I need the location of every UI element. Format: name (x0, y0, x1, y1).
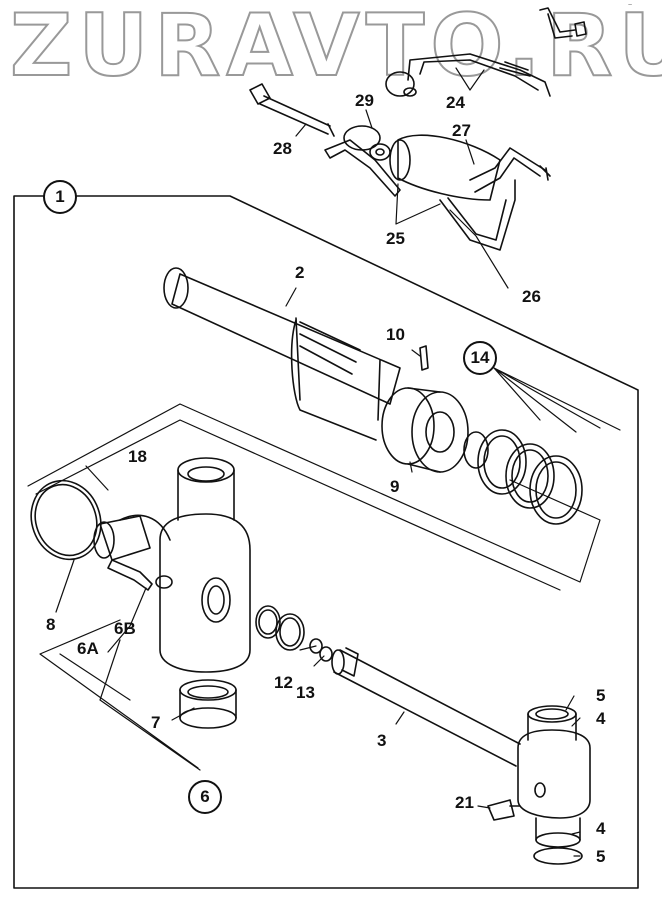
callout-13: 13 (296, 683, 315, 702)
callout-25: 25 (386, 229, 405, 248)
grease-fitting-21 (487, 799, 521, 821)
callout-8: 8 (46, 615, 56, 634)
callout-14-circle: 14 (463, 341, 497, 375)
hydraulic-lines-group (249, 7, 587, 251)
callout-6B: 6B (114, 619, 136, 638)
pipe-26 (439, 179, 516, 251)
callout-3: 3 (377, 731, 387, 750)
callout-1-circle: 1 (43, 180, 77, 214)
callout-5-bottom: 5 (596, 847, 606, 866)
leader-lines (39, 67, 621, 857)
banjo-29 (343, 125, 381, 151)
callout-4-bottom: 4 (596, 819, 606, 838)
callout-24: 24 (446, 93, 465, 112)
callout-9: 9 (390, 477, 400, 496)
callout-5-top: 5 (596, 686, 606, 705)
o-ring-18 (30, 479, 102, 561)
callout-7: 7 (151, 713, 161, 732)
callout-2: 2 (295, 263, 305, 282)
fitting-6A (107, 559, 153, 591)
assembly-outline (13, 195, 639, 889)
callout-28: 28 (273, 139, 292, 158)
pipe-27 (469, 147, 546, 193)
callout-21: 21 (455, 793, 474, 812)
ring-12 (309, 638, 323, 654)
callout-6A: 6A (77, 639, 99, 658)
callout-18: 18 (128, 447, 147, 466)
cylinder-barrel (163, 267, 401, 441)
rod-eye (517, 705, 591, 865)
seal-group-frame (27, 403, 601, 583)
callout-10: 10 (386, 325, 405, 344)
bolt-28 (249, 83, 335, 137)
callout-4-top: 4 (596, 709, 606, 728)
callout-26: 26 (522, 287, 541, 306)
valve-block (397, 134, 501, 201)
piston (381, 387, 469, 473)
pin-10 (419, 345, 429, 371)
cylinder-head (93, 457, 251, 673)
callout-29: 29 (355, 91, 374, 110)
callout-27: 27 (452, 121, 471, 140)
piston-rod (331, 647, 521, 767)
bushing-7 (179, 679, 237, 729)
pipe-24 (407, 53, 551, 97)
seal-rings (463, 429, 583, 525)
corner-mark: ~ (628, 2, 633, 9)
callout-6-circle: 6 (188, 780, 222, 814)
ring-13 (319, 646, 333, 662)
callout-12: 12 (274, 673, 293, 692)
